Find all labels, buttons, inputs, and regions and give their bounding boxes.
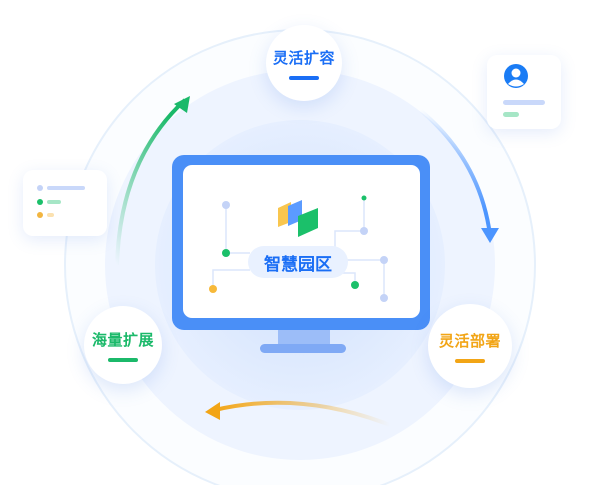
logo-icon: [278, 200, 318, 237]
feature-label: 灵活部署: [438, 331, 501, 350]
feature-flexible-deployment: 灵活部署: [428, 304, 512, 388]
orange-arrow: [214, 400, 391, 427]
feature-label: 灵活扩容: [272, 48, 335, 67]
list-card: [23, 170, 107, 236]
feature-label: 海量扩展: [91, 330, 154, 349]
blue-arrow: [418, 108, 492, 236]
feature-massive-expansion: 海量扩展: [84, 306, 162, 384]
feature-flexible-scaling: 灵活扩容: [266, 25, 342, 101]
center-title: 智慧园区: [248, 246, 348, 278]
profile-card: [487, 55, 561, 129]
green-arrow: [115, 98, 187, 266]
user-avatar-icon: [504, 64, 528, 88]
